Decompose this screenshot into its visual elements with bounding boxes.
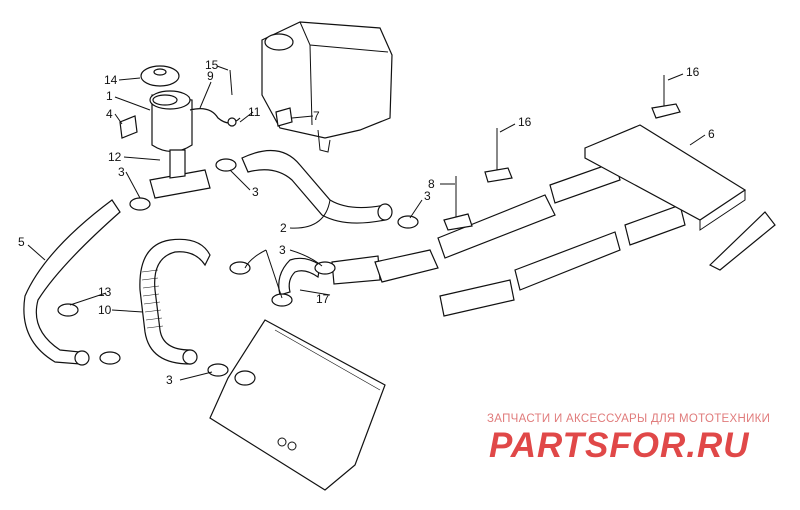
watermark-brand: PARTSFOR.RU (489, 426, 750, 465)
callout-2: 2 (280, 221, 287, 235)
callout-3c: 3 (166, 373, 173, 387)
hose-17 (278, 257, 321, 296)
small-hardware (189, 69, 293, 127)
callout-16b: 16 (686, 65, 700, 79)
callout-5: 5 (18, 235, 25, 249)
leader-lines (27, 65, 706, 381)
callout-14: 14 (104, 73, 118, 87)
callout-10: 10 (98, 303, 112, 317)
callout-11: 11 (248, 105, 261, 119)
callout-12: 12 (108, 150, 122, 164)
heat-exchanger-set (374, 161, 686, 317)
watermark-subtitle: ЗАПЧАСТИ И АКСЕССУАРЫ ДЛЯ МОТОТЕХНИКИ (487, 413, 771, 425)
hose-2 (241, 149, 393, 224)
callout-numbers: 14 1 4 12 3 9 15 11 7 3 2 5 13 10 3 17 3… (18, 58, 715, 387)
callout-3e: 3 (424, 189, 431, 203)
callout-1: 1 (106, 89, 113, 103)
tee-fitting (149, 149, 211, 199)
label-decal (119, 115, 138, 139)
callout-13: 13 (98, 285, 112, 299)
callout-4: 4 (106, 107, 113, 121)
bolts (443, 75, 681, 231)
callout-17: 17 (316, 292, 330, 306)
callout-16a: 16 (518, 115, 532, 129)
filler-neck (149, 90, 193, 153)
callout-8: 8 (428, 177, 435, 191)
radiator-cap (140, 65, 180, 87)
tunnel-cooler (584, 124, 776, 271)
hose-5 (23, 199, 121, 366)
callout-6: 6 (708, 127, 715, 141)
coolant-tank (261, 21, 393, 153)
callout-9: 9 (207, 69, 214, 83)
callout-3a: 3 (118, 165, 125, 179)
hose-10 (139, 238, 211, 365)
callout-15: 15 (205, 58, 219, 72)
callout-3b: 3 (252, 185, 259, 199)
radiator-plate (209, 319, 386, 491)
callout-3d: 3 (279, 243, 286, 257)
callout-7: 7 (313, 109, 320, 123)
connector (331, 255, 381, 285)
